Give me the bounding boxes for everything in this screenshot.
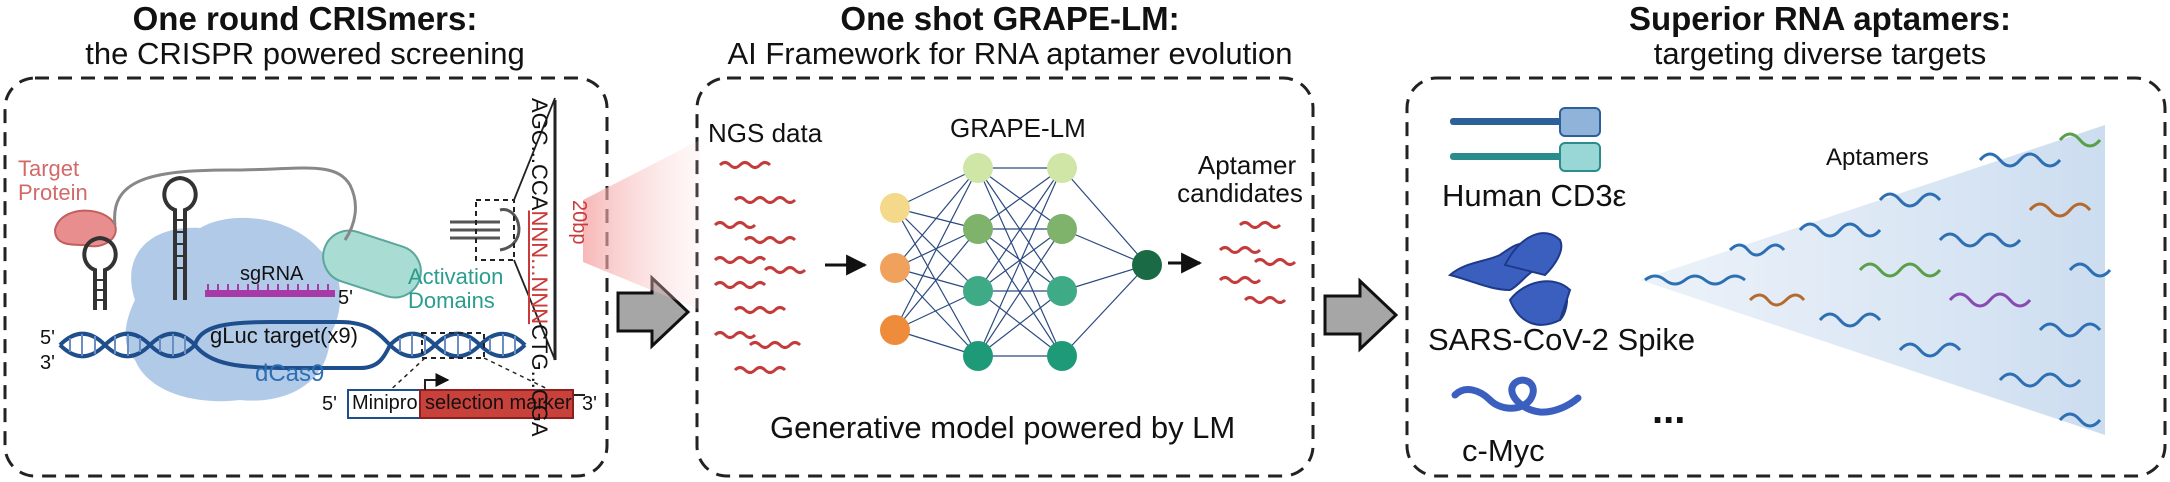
aptamer-candidates-label: Aptamer <box>1197 150 1297 180</box>
sgrna-label: sgRNA <box>240 263 304 285</box>
activation-domain <box>322 229 422 299</box>
panel1-box <box>3 76 609 478</box>
cmyc-protein-icon <box>1451 376 1582 416</box>
nn-node <box>880 253 910 283</box>
target-protein-label: Target <box>18 156 80 181</box>
nn-node <box>1047 153 1077 183</box>
spike-label: SARS-CoV-2 Spike <box>1428 322 1696 357</box>
cmyc-label: c-Myc <box>1462 433 1545 468</box>
panel2-subtitle: AI Framework for RNA aptamer evolution <box>727 36 1293 71</box>
five-prime-label: 5' <box>40 327 55 349</box>
cd3-receptor-icon <box>1450 107 1601 172</box>
panel3-title: Superior RNA aptamers: <box>1628 0 2012 37</box>
selection-marker-label: selection marker <box>425 392 572 414</box>
nn-node <box>880 193 910 223</box>
panel1-subtitle: the CRISPR powered screening <box>85 36 525 71</box>
grape-lm-label: GRAPE-LM <box>950 113 1086 143</box>
ngs-label: NGS data <box>708 118 823 148</box>
three-prime-label: 3' <box>582 393 597 415</box>
panel3-subtitle: targeting diverse targets <box>1653 36 1987 71</box>
seq-top: AGC...CCA <box>527 98 552 211</box>
dna-helix-left <box>58 331 197 359</box>
nn-node <box>963 214 993 244</box>
bp-label-wrap: 20bp <box>568 200 635 245</box>
panel2-title: One shot GRAPE-LM: <box>840 0 1180 37</box>
panel2-caption: Generative model powered by LM <box>770 410 1236 445</box>
aptamer-cone <box>1640 125 2105 435</box>
big-arrow-2-icon <box>1323 277 1399 353</box>
five-prime-label: 5' <box>322 393 337 415</box>
ngs-reads <box>713 161 807 374</box>
nn-node <box>963 276 993 306</box>
aptamer-structures <box>1644 132 2112 428</box>
target-protein-label: Protein <box>18 180 88 205</box>
big-arrow-1-icon <box>616 274 691 350</box>
aptamer-candidate-reads <box>1218 221 1297 304</box>
library-beam <box>583 140 700 310</box>
seq-mid: NNN...NNN <box>527 210 552 325</box>
nn-output-node <box>1132 250 1162 280</box>
spike-protein-icon <box>1447 232 1572 326</box>
five-prime-label: 5' <box>338 287 353 309</box>
minipro-label: Minipro <box>352 392 418 414</box>
panel1-title: One round CRISmers: <box>132 0 478 37</box>
gluc-label: gLuc target(x9) <box>210 323 358 348</box>
aptamers-label: Aptamers <box>1826 144 1929 171</box>
panel3-box <box>1405 76 2167 478</box>
dna-helix-right <box>388 331 527 359</box>
nn-node <box>1047 214 1077 244</box>
nn-node <box>1047 341 1077 371</box>
nn-node <box>963 341 993 371</box>
nn-node <box>1047 276 1077 306</box>
ellipsis-label: ... <box>1652 388 1686 432</box>
nn-node <box>963 153 993 183</box>
activation-domains-label: Activation <box>408 264 504 289</box>
aptamer-candidates-label: candidates <box>1177 178 1303 208</box>
crispr-construct <box>53 97 585 419</box>
cd3-label: Human CD3ε <box>1442 178 1627 213</box>
nn-node <box>880 315 910 345</box>
bp-label: 20bp <box>568 200 590 245</box>
dcas9-label: dCas9 <box>255 360 325 387</box>
seq-bot: CTG...CGA <box>527 324 552 437</box>
three-prime-label: 3' <box>40 352 55 374</box>
grape-lm-network <box>880 153 1162 371</box>
activation-domains-label: Domains <box>408 288 495 313</box>
